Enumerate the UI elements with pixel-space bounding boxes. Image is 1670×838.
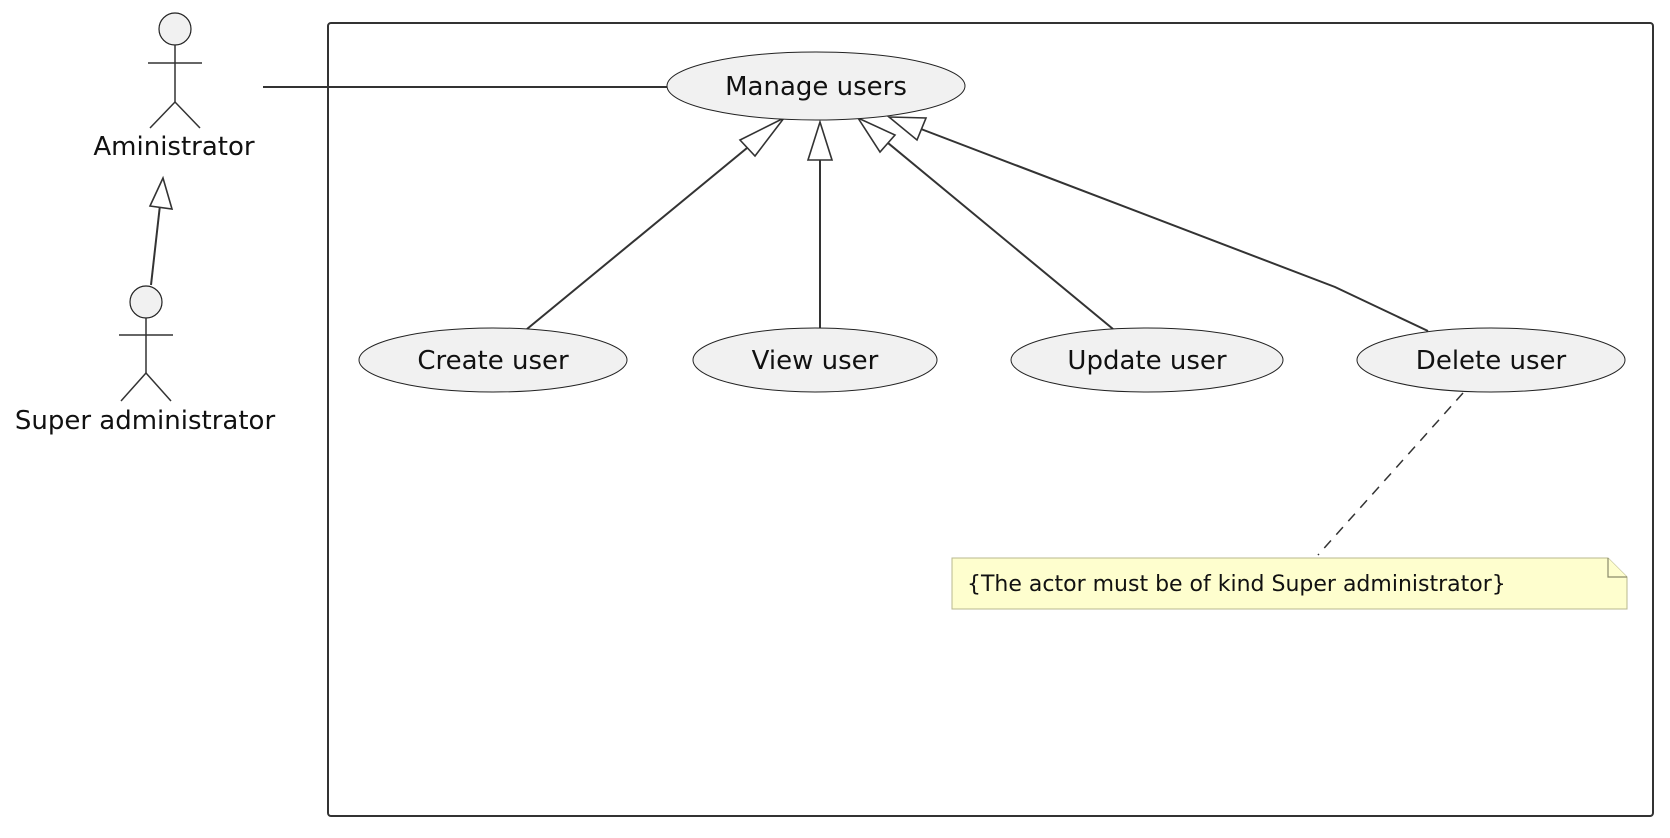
actor-administrator[interactable]: Aministrator [93, 12, 255, 162]
use-case-manage-users[interactable]: Manage users [666, 51, 966, 121]
constraint-note: {The actor must be of kind Super adminis… [951, 557, 1628, 610]
actor-label: Aministrator [93, 132, 255, 162]
use-case-create-user[interactable]: Create user [358, 327, 628, 393]
note-connector [1317, 392, 1464, 556]
actor-label: Super administrator [15, 406, 276, 436]
use-case-delete-user[interactable]: Delete user [1356, 327, 1626, 393]
system-boundary [327, 22, 1654, 817]
actor-super-administrator[interactable]: Super administrator [15, 285, 276, 436]
use-case-view-user[interactable]: View user [692, 327, 938, 393]
generalization-delete-user [886, 116, 1429, 332]
stick-figure-icon [119, 285, 173, 402]
use-case-label: Create user [417, 346, 569, 376]
generalization-view-user [806, 119, 834, 329]
use-case-label: Update user [1067, 346, 1226, 376]
use-case-label: View user [752, 346, 879, 376]
generalization-update-user [855, 116, 1114, 330]
generalization-create-user [526, 117, 785, 330]
note-text: {The actor must be of kind Super adminis… [967, 572, 1506, 597]
use-case-label: Delete user [1416, 346, 1567, 376]
use-case-label: Manage users [725, 72, 907, 102]
actor-generalization [148, 175, 174, 286]
use-case-update-user[interactable]: Update user [1010, 327, 1284, 393]
stick-figure-icon [148, 12, 202, 129]
